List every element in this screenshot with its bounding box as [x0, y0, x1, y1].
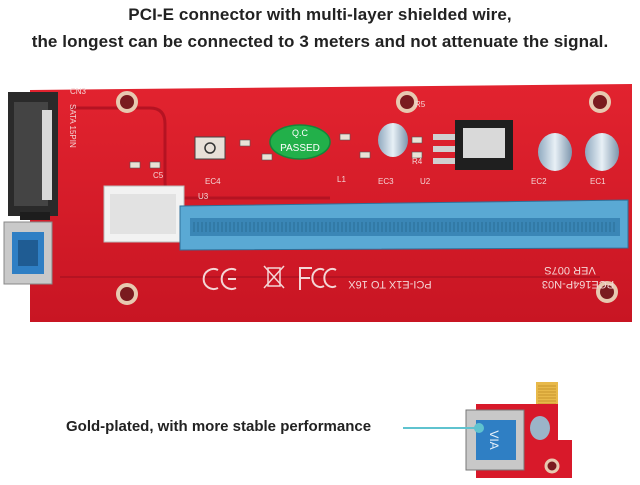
- silk-ec1: EC1: [590, 177, 606, 186]
- gold-plated-caption: Gold-plated, with more stable performanc…: [66, 418, 372, 435]
- callout-line: [403, 427, 479, 429]
- sata-connector: [8, 92, 58, 220]
- silk-r4: R4: [412, 157, 423, 166]
- usb-port: [3, 221, 53, 285]
- pcie-x16-slot: [179, 199, 629, 251]
- adapter-usb-text: VIA: [487, 430, 501, 449]
- headline-line-2: the longest can be connected to 3 meters…: [31, 32, 609, 51]
- silk-cn3: CN3: [70, 87, 87, 96]
- silk-r5: R5: [415, 100, 426, 109]
- fcc-mark: [299, 267, 337, 290]
- callout-dot: [474, 423, 484, 433]
- silk-sata: SATA 15PIN: [68, 104, 77, 148]
- mounting-holes: [116, 91, 618, 305]
- qc-label-bottom: PASSED: [280, 143, 320, 154]
- slot-latch: [103, 185, 185, 243]
- silk-ec2: EC2: [531, 177, 547, 186]
- ce-mark: [202, 268, 237, 290]
- silk-u2: U2: [420, 177, 431, 186]
- silk-c5: C5: [153, 171, 164, 180]
- weee-bin-icon: [263, 265, 285, 289]
- silk-u3: U3: [198, 192, 209, 201]
- silk-ec3: EC3: [378, 177, 394, 186]
- adapter-capacitor: [530, 416, 550, 440]
- silk-ec4: EC4: [205, 177, 221, 186]
- voltage-regulator: [433, 120, 513, 170]
- certification-marks: [202, 267, 337, 290]
- capacitors: [378, 123, 619, 171]
- silk-ver: VER 007S: [544, 264, 595, 276]
- qc-label-top: Q.C: [292, 128, 309, 138]
- adapter-card-photo: VIA: [465, 382, 572, 478]
- adapter-usb-port: VIA: [465, 409, 525, 471]
- silk-model: PCE164P-N03: [542, 278, 614, 290]
- silk-l1: L1: [337, 175, 346, 184]
- silk-pcie: PCI-E1X TO 16X: [348, 278, 432, 290]
- chip: [194, 136, 226, 160]
- headline-line-1: PCI-E connector with multi-layer shielde…: [128, 5, 512, 24]
- qc-passed-sticker: Q.C PASSED: [269, 124, 331, 160]
- riser-board-photo: Q.C PASSED CN3 SATA 15PIN C5 EC4 L1 EC3 …: [3, 84, 632, 322]
